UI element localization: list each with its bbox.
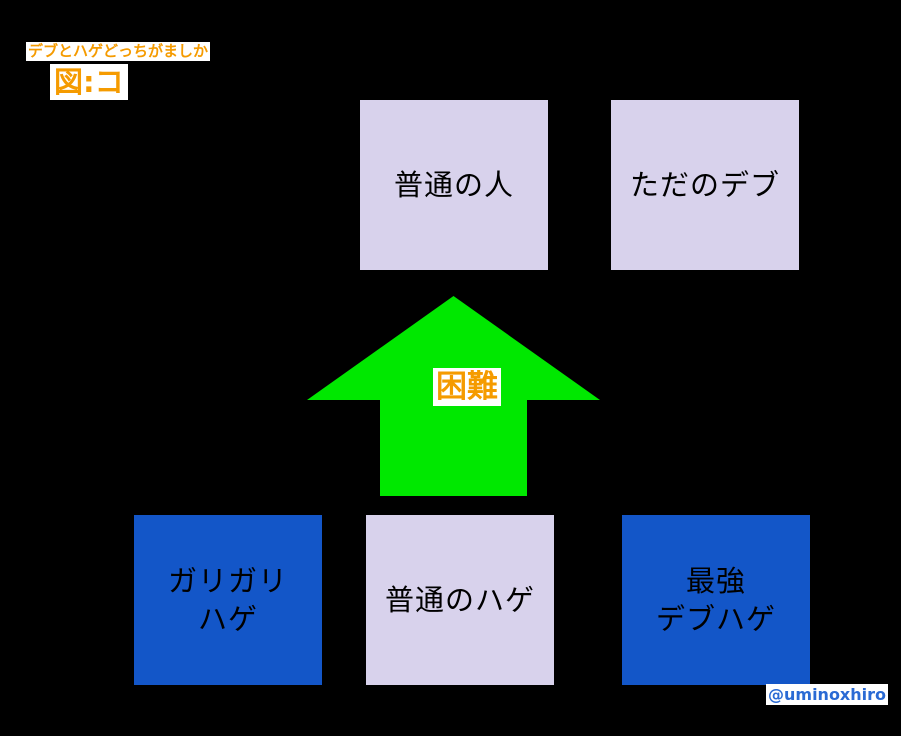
cell-label: ただのデブ	[629, 168, 780, 202]
cell-label-line1: ガリガリ	[167, 564, 288, 598]
arrow-label: 困難	[433, 368, 501, 406]
cell-skinny-bald: ガリガリ ハゲ	[134, 515, 322, 685]
figure-number-label: 図:コ	[50, 64, 128, 100]
author-watermark: @uminoxhiro	[766, 684, 889, 705]
cell-label-line1: 最強	[685, 564, 746, 598]
cell-just-fat: ただのデブ	[611, 100, 799, 270]
difficulty-arrow: 困難	[307, 296, 600, 496]
figure-title: デブとハゲどっちがましか	[26, 42, 211, 61]
cell-label-line2: ハゲ	[197, 602, 258, 636]
cell-label: 普通の人	[393, 168, 514, 202]
cell-label-line2: デブハゲ	[655, 602, 776, 636]
cell-strongest-fat-bald: 最強 デブハゲ	[622, 515, 810, 685]
cell-normal-person: 普通の人	[360, 100, 548, 270]
cell-label-line1: 普通のハゲ	[384, 583, 535, 617]
cell-normal-bald: 普通のハゲ	[366, 515, 554, 685]
